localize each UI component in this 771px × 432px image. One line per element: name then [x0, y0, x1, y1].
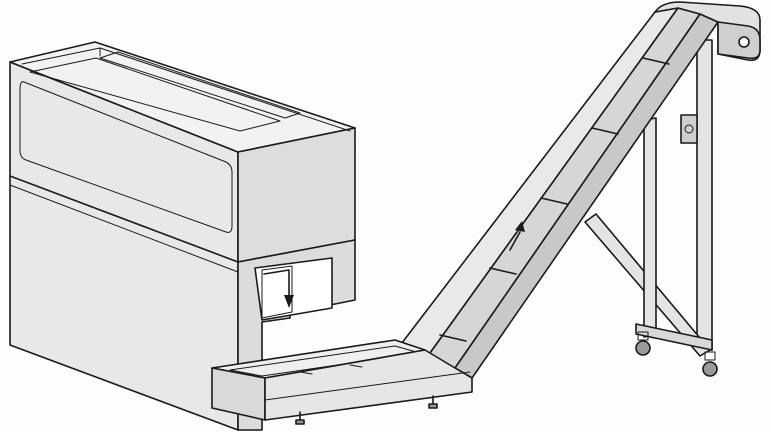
belt-slats: [439, 57, 670, 342]
head-shaft: [738, 36, 750, 48]
caster-mount-left: [637, 331, 649, 341]
motor-knob: [684, 124, 694, 134]
lid-panel: [99, 51, 301, 119]
conveyor-collection-tray: [211, 339, 473, 425]
machine-band-line: [9, 175, 239, 263]
lid-panel-2: [29, 57, 281, 132]
chip-discharge-chute: [254, 257, 333, 321]
machine-band-line-2: [9, 184, 239, 273]
foot-pad-right: [428, 403, 438, 409]
slat: [439, 334, 467, 342]
caster-mount-right: [704, 351, 716, 361]
tray-slat: [299, 371, 313, 375]
tray-slat: [349, 364, 363, 368]
rear-leg: [643, 117, 657, 338]
slat: [591, 127, 619, 135]
downward-flow-arrow-icon: [263, 269, 290, 301]
caster-wheel-left: [635, 340, 651, 356]
slat: [642, 57, 670, 65]
upward-arrowhead: [515, 221, 525, 232]
caster-wheels: [635, 331, 718, 377]
upward-flow-arrow-icon: [509, 231, 521, 251]
slat: [540, 197, 568, 205]
slat: [489, 267, 517, 275]
machine-front-face: [237, 127, 356, 263]
chute-inner: [261, 265, 293, 319]
drive-motor-box: [680, 114, 698, 144]
tray-side-line: [264, 371, 471, 401]
chute-opening: [254, 257, 333, 321]
foot-pad-left: [295, 419, 305, 425]
machine-enclosure: [9, 41, 356, 431]
support-post: [696, 39, 713, 351]
support-frame: [584, 39, 713, 357]
downward-arrowhead: [284, 295, 294, 308]
machine-window: [19, 81, 233, 233]
tray-side-wall: [264, 349, 473, 421]
caster-wheel-right: [702, 361, 718, 377]
incline-sidewall-left: [394, 7, 679, 361]
base-rail: [635, 323, 713, 351]
